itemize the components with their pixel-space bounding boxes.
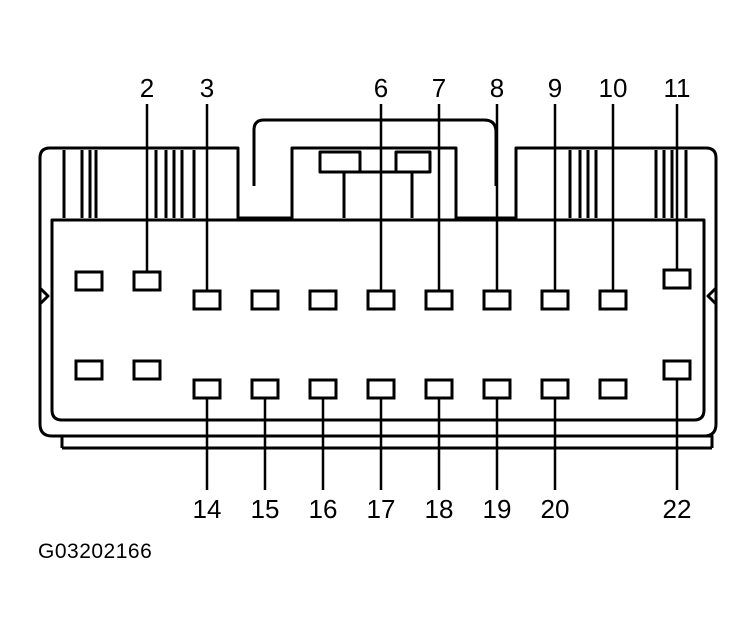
pin-cavity-6 [366,289,396,311]
pin-label-7: 7 [432,73,446,103]
housing-ribs-left [62,150,196,218]
pin-cavity-15 [250,378,280,400]
pin-label-8: 8 [490,73,504,103]
pin-cavity-14 [192,378,222,400]
latch-tab-left [318,150,362,174]
housing-notch-right [706,286,718,306]
figure-code: G03202166 [38,540,153,563]
pin-label-6: 6 [374,73,388,103]
housing-ribs-right [568,150,688,218]
latch-tab-right [394,150,432,174]
pin-cavity-13 [132,359,162,381]
pin-label-15: 15 [251,494,280,524]
pin-label-11: 11 [664,73,691,103]
pin-cavity-9 [540,289,570,311]
pin-cavity-10 [598,289,628,311]
pin-cavity-4 [250,289,280,311]
pin-cavity-17 [366,378,396,400]
pin-cavity-19 [482,378,512,400]
pin-cavity-3 [192,289,222,311]
connector-base-plate [60,434,714,448]
pin-label-17: 17 [367,494,396,524]
pin-cavity-2 [132,270,162,292]
pin-cavity-18 [424,378,454,400]
pin-label-10: 10 [599,73,628,103]
pin-cavity-12 [74,359,104,381]
connector-housing [38,146,718,438]
pin-cavity-5 [308,289,338,311]
pin-label-18: 18 [425,494,454,524]
pin-cavity-21 [598,378,628,400]
pin-cavity-7 [424,289,454,311]
pin-label-20: 20 [541,494,570,524]
pin-label-19: 19 [483,494,512,524]
pin-label-22: 22 [663,494,692,524]
housing-notch-left [38,286,50,306]
pin-label-3: 3 [200,73,214,103]
pin-cavity-1 [74,270,104,292]
pin-cavity-22 [662,359,692,381]
connector-latch [252,118,498,186]
pin-cavity-8 [482,289,512,311]
connector-inner-face [50,218,706,422]
pin-cavity-11 [662,268,692,290]
pin-label-16: 16 [309,494,338,524]
pin-cavity-16 [308,378,338,400]
pin-label-2: 2 [140,73,154,103]
pin-cavity-20 [540,378,570,400]
connector-latch-inner [342,170,414,218]
pin-label-14: 14 [193,494,222,524]
pin-label-9: 9 [548,73,562,103]
